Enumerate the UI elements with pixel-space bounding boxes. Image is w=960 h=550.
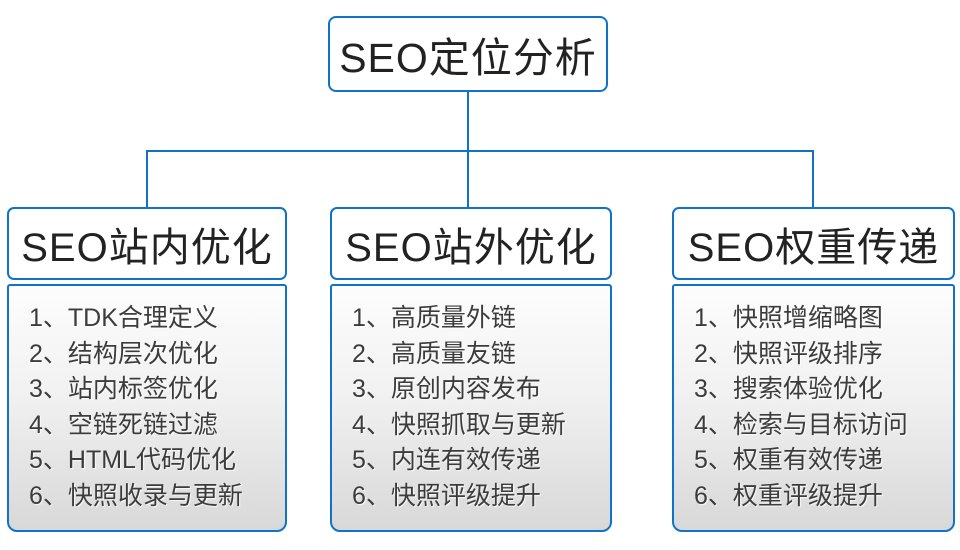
root-node: SEO定位分析 [328,16,608,92]
branch-list: 1、快照增缩略图 2、快照评级排序 3、搜索体验优化 4、检索与目标访问 5、权… [672,284,955,532]
branch-weight-transfer: SEO权重传递 1、快照增缩略图 2、快照评级排序 3、搜索体验优化 4、检索与… [672,207,955,532]
branch-header: SEO站外优化 [330,207,612,280]
list-item: 6、快照收录与更新 [29,481,243,510]
list-item: 4、检索与目标访问 [694,410,908,439]
list-item: 2、快照评级排序 [694,339,883,368]
list-item: 5、HTML代码优化 [29,446,236,474]
branch-list: 1、高质量外链 2、高质量友链 3、原创内容发布 4、快照抓取与更新 5、内连有… [330,284,612,532]
branch-title: SEO权重传递 [687,225,940,270]
connector-right-vertical [812,150,814,208]
list-item: 1、TDK合理定义 [29,304,218,332]
branch-title: SEO站内优化 [21,225,273,270]
list-item: 3、原创内容发布 [352,375,541,403]
branch-onsite-optimization: SEO站内优化 1、TDK合理定义 2、结构层次优化 3、站内标签优化 4、空链… [7,207,287,532]
list-item: 5、内连有效传递 [352,446,541,474]
connector-middle-vertical [467,150,469,208]
list-item: 6、权重评级提升 [694,481,883,510]
list-item: 5、权重有效传递 [694,446,883,474]
connector-horizontal [146,150,814,152]
branch-title: SEO站外优化 [345,225,597,270]
connector-root-vertical [467,92,469,152]
branch-offsite-optimization: SEO站外优化 1、高质量外链 2、高质量友链 3、原创内容发布 4、快照抓取与… [330,207,612,532]
connector-left-vertical [146,150,148,208]
list-item: 1、高质量外链 [352,304,516,332]
root-node-title: SEO定位分析 [339,35,597,81]
branch-header: SEO站内优化 [7,207,287,280]
list-item: 4、快照抓取与更新 [352,410,566,439]
list-item: 3、搜索体验优化 [694,375,883,403]
list-item: 6、快照评级提升 [352,481,541,510]
list-item: 4、空链死链过滤 [29,410,218,439]
list-item: 2、高质量友链 [352,339,516,368]
list-item: 3、站内标签优化 [29,375,218,403]
branch-list: 1、TDK合理定义 2、结构层次优化 3、站内标签优化 4、空链死链过滤 5、H… [7,284,287,532]
branch-header: SEO权重传递 [672,207,955,280]
list-item: 2、结构层次优化 [29,339,218,368]
list-item: 1、快照增缩略图 [694,304,883,332]
